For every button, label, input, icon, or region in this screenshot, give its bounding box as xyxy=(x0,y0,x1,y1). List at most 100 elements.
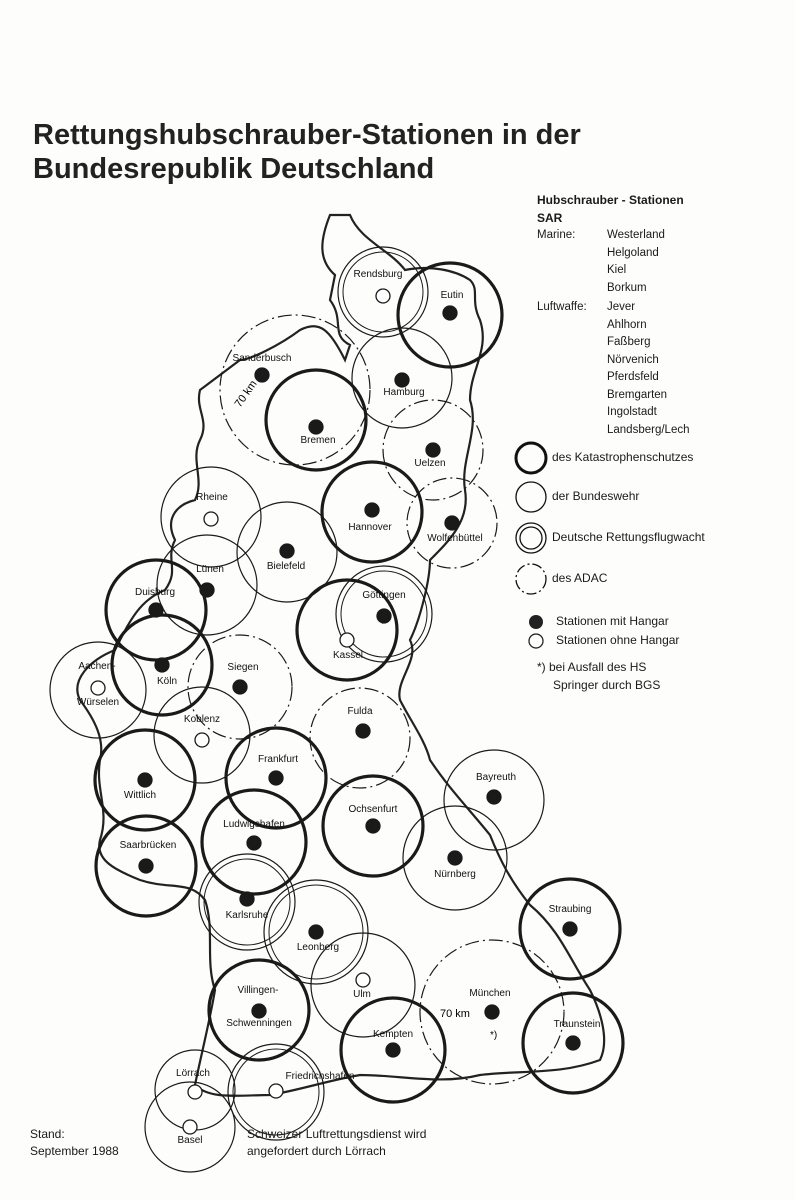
title-line-1: Rettungshubschrauber-Stationen in der xyxy=(33,119,581,151)
legend-note-2: Springer durch BGS xyxy=(553,678,661,692)
stand-label: Stand: xyxy=(30,1127,65,1141)
station-label: Aachen- xyxy=(78,661,115,672)
marine-station: Westerland xyxy=(607,229,665,241)
station-label-2: Würselen xyxy=(77,697,119,708)
legend-bw: der Bundeswehr xyxy=(552,489,640,503)
station-with-hangar-icon xyxy=(364,502,380,518)
sar-legend: Hubschrauber - Stationen SAR Marine:West… xyxy=(537,192,689,439)
bw-circle-icon xyxy=(515,481,547,513)
station-label: Nürnberg xyxy=(434,869,476,880)
station-without-hangar-icon xyxy=(194,732,210,748)
station-without-hangar-icon xyxy=(375,288,391,304)
radius-label-north: 70 km xyxy=(233,378,260,409)
kat-coverage-circle xyxy=(295,578,399,682)
station-with-hangar-icon xyxy=(268,770,284,786)
station-label: Koblenz xyxy=(184,714,220,725)
drf-inner-circle xyxy=(203,858,291,946)
radius-label-south: 70 km xyxy=(440,1008,470,1020)
swiss-note-1: Schweizer Luftrettungsdienst wird xyxy=(247,1127,427,1141)
bw-coverage-circle xyxy=(144,1081,236,1173)
station-with-hangar-icon xyxy=(246,835,262,851)
swiss-note-2: angefordert durch Lörrach xyxy=(247,1144,386,1158)
station-without-hangar-icon xyxy=(90,680,106,696)
station-label: Göttingen xyxy=(362,590,405,601)
legend-symbols xyxy=(514,441,548,595)
luftwaffe-label: Luftwaffe: xyxy=(537,301,587,313)
luftwaffe-station: Bremgarten xyxy=(607,388,668,401)
kat-coverage-circle xyxy=(224,726,328,830)
luftwaffe-station: Nörvenich xyxy=(607,353,659,366)
station-label: München xyxy=(469,988,510,999)
station-with-hangar-icon xyxy=(365,818,381,834)
station-with-hangar-icon xyxy=(308,419,324,435)
station-with-hangar-icon xyxy=(137,772,153,788)
kat-coverage-circle xyxy=(321,774,425,878)
station-with-hangar-icon xyxy=(355,723,371,739)
bw-coverage-circle xyxy=(160,466,262,568)
kat-coverage-circle xyxy=(521,991,625,1095)
station-label: Wittlich xyxy=(124,790,156,801)
station-label: Hamburg xyxy=(383,387,424,398)
station-label: Sanderbusch xyxy=(233,353,292,364)
station-with-hangar-icon xyxy=(239,891,255,907)
stand-note: Stand: September 1988 xyxy=(30,1126,119,1160)
kat-circle-icon xyxy=(514,441,548,475)
station-label: Ludwigshafen xyxy=(223,819,285,830)
station-with-hangar-icon xyxy=(308,924,324,940)
station-with-hangar-icon xyxy=(138,858,154,874)
kat-coverage-circle xyxy=(518,877,622,981)
drf-coverage-circle xyxy=(198,853,296,951)
station-label: Karlsruhe xyxy=(226,910,269,921)
station-label: Ulm xyxy=(353,989,371,1000)
station-with-hangar-icon xyxy=(376,608,392,624)
station-label: Kassel xyxy=(333,650,363,661)
bw-coverage-circle xyxy=(402,805,508,911)
adac-circle-icon xyxy=(515,563,547,595)
legend-sar: SAR xyxy=(537,210,563,225)
station-with-hangar-icon xyxy=(447,850,463,866)
hangar-symbols xyxy=(528,615,544,649)
bw-coverage-circle xyxy=(156,534,258,636)
station-label: Traunstein xyxy=(554,1019,601,1030)
legend-adac: des ADAC xyxy=(552,571,608,585)
kat-coverage-circle xyxy=(264,368,368,472)
kat-coverage-circle xyxy=(104,558,208,662)
title-line-2: Bundesrepublik Deutschland xyxy=(33,153,435,185)
drf-inner-circle xyxy=(340,570,428,658)
bw-coverage-circle xyxy=(443,749,545,851)
open-dot-icon xyxy=(528,633,544,649)
drf-inner-circle-icon xyxy=(519,526,543,550)
station-label: Rheine xyxy=(196,492,228,503)
legend-hangar-yes: Stationen mit Hangar xyxy=(556,614,669,628)
station-with-hangar-icon xyxy=(394,372,410,388)
station-with-hangar-icon xyxy=(251,1003,267,1019)
bw-coverage-circle xyxy=(236,501,338,603)
station-label: Wolfenbüttel xyxy=(427,533,482,544)
marine-station: Borkum xyxy=(607,281,647,294)
station-with-hangar-icon xyxy=(148,602,164,618)
adac-coverage-circle xyxy=(309,687,411,789)
station-with-hangar-icon xyxy=(562,921,578,937)
adac-coverage-circle xyxy=(406,477,498,569)
stand-date: September 1988 xyxy=(30,1144,119,1158)
station-with-hangar-icon xyxy=(199,582,215,598)
station-label: Lünen xyxy=(196,564,224,575)
luftwaffe-station: Ingolstadt xyxy=(607,406,657,418)
legend-kat: des Katastrophenschutzes xyxy=(552,450,694,464)
kat-coverage-circle xyxy=(339,996,447,1104)
station-with-hangar-icon xyxy=(484,1004,500,1020)
marine-station: Kiel xyxy=(607,264,627,276)
drf-coverage-circle xyxy=(337,246,429,338)
adac-coverage-circle xyxy=(219,314,371,466)
kat-coverage-circle xyxy=(200,788,308,896)
station-with-hangar-icon xyxy=(232,679,248,695)
munich-note-marker: *) xyxy=(490,1030,497,1041)
bw-coverage-circle xyxy=(351,327,453,429)
station-with-hangar-icon xyxy=(486,789,502,805)
station-with-hangar-icon xyxy=(279,543,295,559)
station-label: Siegen xyxy=(227,662,258,673)
luftwaffe-station: Ahlhorn xyxy=(607,318,647,331)
